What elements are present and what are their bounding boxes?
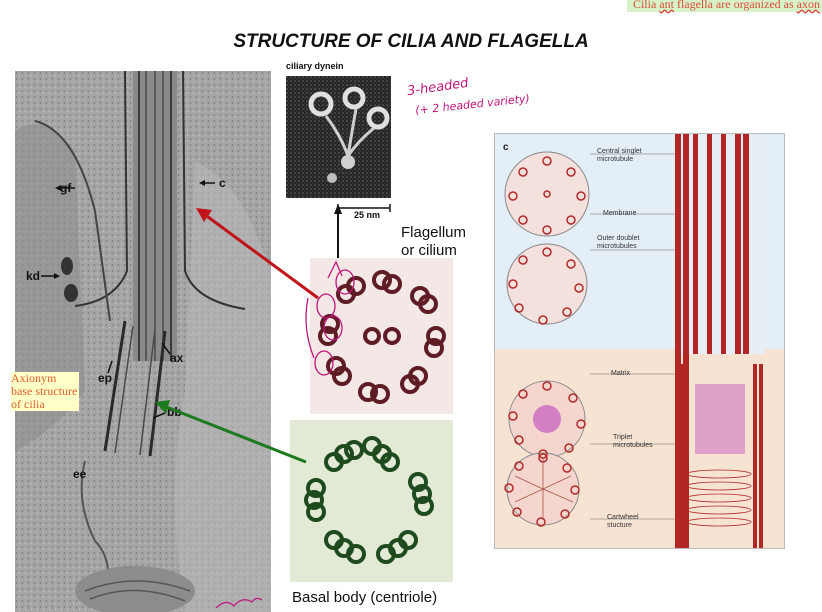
em-label-kd: kd — [26, 269, 41, 283]
flagellum-cross-section — [310, 258, 453, 414]
top-note-text-2: flagella are organized as — [673, 0, 797, 11]
em-micrograph: gf c kd ax ep bb ee — [15, 71, 271, 612]
green-arrow-head — [155, 400, 170, 414]
label-triplet-2: microtubules — [613, 442, 653, 449]
dynein-scale-label: 25 nm — [354, 210, 381, 220]
label-triplet-1: Triplet — [613, 434, 633, 441]
red-arrow — [203, 212, 319, 300]
basal-body-micrograph — [290, 420, 453, 582]
em-label-ax: ax — [170, 351, 184, 365]
handwritten-scribble — [215, 597, 263, 609]
green-arrow — [163, 404, 307, 464]
diagram-panel-letter: c — [503, 142, 509, 153]
em-micrograph-image — [15, 71, 271, 612]
cilium-diagram: c Central singlet microtubule Membrane O… — [494, 133, 785, 549]
cilium-diagram-image — [495, 134, 784, 548]
label-cartwheel-2: stucture — [607, 522, 632, 529]
label-membrane: Membrane — [603, 210, 637, 217]
basal-body-label: Basal body (centriole) — [292, 589, 438, 606]
flagellum-label: Flagellum or cilium — [401, 224, 466, 260]
em-label-ep: ep — [98, 371, 113, 385]
label-central-singlet-2: microtubule — [597, 156, 634, 163]
label-central-singlet-1: Central singlet — [597, 148, 642, 155]
dynein-micrograph — [286, 76, 391, 198]
top-note-misspelled: ant — [659, 0, 674, 11]
dynein-scale-and-pointer — [334, 204, 391, 262]
dynein-title: ciliary dynein — [286, 61, 344, 71]
label-cartwheel: Cartwheel stucture — [607, 514, 639, 530]
top-note-text-3: axon — [796, 0, 820, 11]
label-cartwheel-1: Cartwheel — [607, 514, 639, 521]
basal-body-image — [290, 420, 453, 582]
handwritten-circles — [305, 269, 355, 376]
label-matrix: Matrix — [611, 370, 631, 377]
em-label-c: c — [219, 176, 226, 190]
cross-section-image — [310, 258, 453, 414]
top-note-text-1: Cilia — [632, 0, 660, 11]
dynein-image — [286, 76, 391, 198]
handwritten-arrow — [327, 260, 343, 279]
flagellum-label-line2: or cilium — [401, 242, 457, 259]
flagellum-label-line1: Flagellum — [401, 224, 467, 241]
em-label-gf: gf — [60, 181, 72, 195]
label-triplet: Triplet microtubules — [613, 434, 653, 450]
top-note: Cilia ant flagella are organized as axon — [626, 0, 822, 12]
page-title: STRUCTURE OF CILIA AND FLAGELLA — [233, 31, 589, 52]
em-label-ee: ee — [73, 467, 87, 481]
label-outer-doublet-1: Outer doublet — [597, 235, 640, 242]
axionym-note-box: Axionym base structure of cilia — [11, 371, 79, 411]
label-outer-doublet-2: microtubules — [597, 243, 637, 250]
red-arrow-head — [196, 208, 212, 222]
label-outer-doublet: Outer doublet microtubules — [597, 235, 639, 251]
label-central-singlet: Central singlet microtubule — [597, 148, 642, 164]
